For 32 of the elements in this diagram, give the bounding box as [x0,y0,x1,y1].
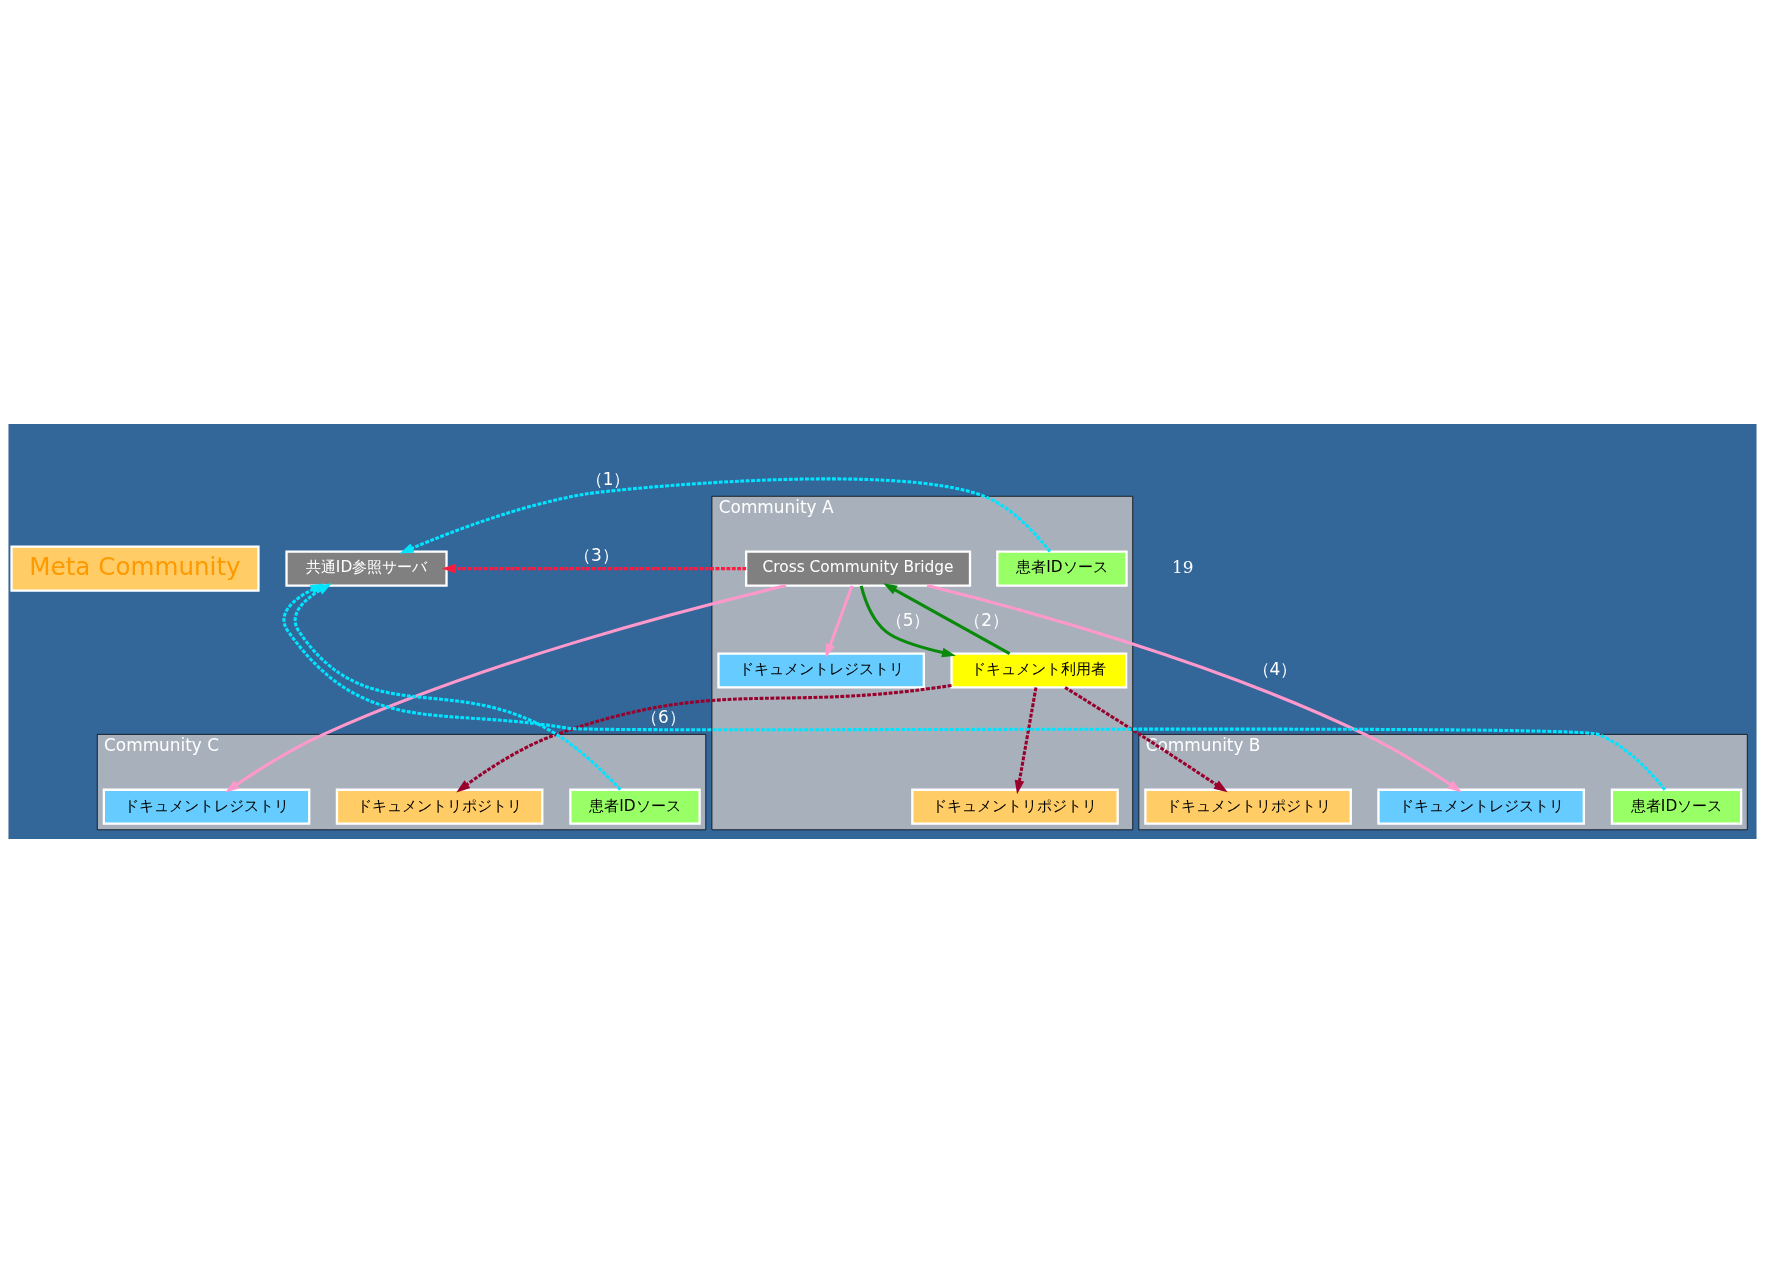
node-box: 患者IDソース [1610,788,1743,825]
edge-label: （6） [641,706,686,727]
arrow [1014,686,1038,794]
arrow [225,583,787,792]
label: 19 [1171,556,1194,577]
node-box: ドキュメントリポジトリ [335,788,544,825]
node-box: 患者IDソース [569,788,701,825]
arrow [441,563,747,573]
arrow [399,476,1052,553]
arrow [883,582,1011,655]
node-box: Cross Community Bridge [745,550,972,587]
node-box: ドキュメントリポジトリ [1144,788,1352,825]
node-box: ドキュメントレジストリ [102,788,311,825]
arrow [282,583,1666,791]
arrow [825,584,854,658]
node-box: Meta Community [10,545,260,592]
arrow [926,583,1462,792]
edge-label: （5） [885,609,931,630]
edge-label: （4） [1252,658,1298,679]
node-box: 患者IDソース [996,550,1128,587]
node-box: ドキュメント利用者 [950,651,1128,689]
node-box: ドキュメントレジストリ [1377,788,1585,825]
node-box: 共通ID参照サーバ [285,550,448,587]
edge-label: （3） [573,544,619,565]
edge-label: （2） [964,609,1009,630]
arrow [456,683,952,792]
node-box: ドキュメントリポジトリ [911,788,1119,825]
node-box: ドキュメントレジストリ [717,651,925,689]
edge-label: （1） [585,468,631,489]
arrow [293,582,622,791]
arrow [859,584,956,657]
arrow [1064,685,1228,792]
